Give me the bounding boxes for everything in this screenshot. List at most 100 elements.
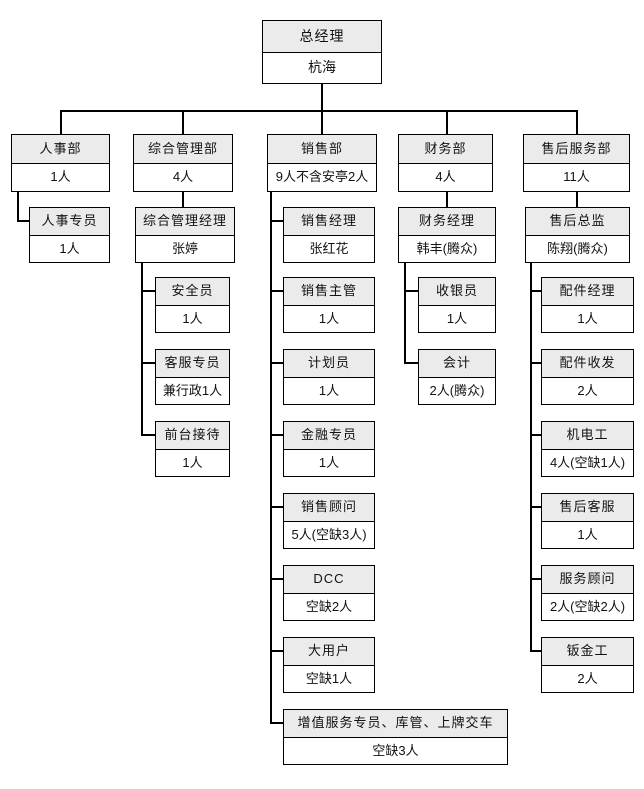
node-title: 收银员 [419,278,495,306]
node-sales-dept: 销售部 9人不含安亭2人 [267,134,377,192]
connector-line [270,722,283,724]
node-value: 张红花 [284,235,374,262]
node-title: 金融专员 [284,422,374,450]
node-title: 销售主管 [284,278,374,306]
node-accountant: 会计 2人(腾众) [418,349,496,405]
node-value: 4人 [399,163,492,191]
connector-line [530,434,541,436]
node-value: 1人 [30,235,109,262]
connector-line [270,506,283,508]
node-parts-clerk: 配件收发 2人 [541,349,634,405]
node-title: 销售经理 [284,208,374,236]
connector-line [270,220,283,222]
node-sales-consultant: 销售顾问 5人(空缺3人) [283,493,375,549]
connector-line [404,362,418,364]
node-value: 张婷 [136,235,234,262]
node-value: 9人不含安亭2人 [268,163,376,191]
node-value: 杭海 [263,52,381,83]
connector-line [404,290,418,292]
node-value: 1人 [156,305,229,332]
node-value: 5人(空缺3人) [284,521,374,548]
connector-line [270,192,272,724]
node-title: 售后服务部 [524,135,629,164]
node-finance-specialist: 金融专员 1人 [283,421,375,477]
node-value: 2人(腾众) [419,377,495,404]
node-title: 销售部 [268,135,376,164]
connector-line [576,192,578,207]
node-finance-dept: 财务部 4人 [398,134,493,192]
node-value: 空缺3人 [284,737,507,764]
node-title: 增值服务专员、库管、上牌交车 [284,710,507,738]
connector-line [530,263,532,652]
node-hr-specialist: 人事专员 1人 [29,207,110,263]
node-title: 钣金工 [542,638,633,666]
node-value: 2人 [542,377,633,404]
node-value: 1人 [284,377,374,404]
node-value: 1人 [419,305,495,332]
connector-line [17,192,19,222]
node-title: 人事专员 [30,208,109,236]
connector-line [446,192,448,207]
node-parts-manager: 配件经理 1人 [541,277,634,333]
node-title: 会计 [419,350,495,378]
connector-line [446,110,448,134]
connector-line [530,506,541,508]
connector-line [576,110,578,134]
node-title: 售后客服 [542,494,633,522]
connector-line [270,650,283,652]
node-aftersales-director: 售后总监 陈翔(腾众) [525,207,630,263]
connector-line [141,434,155,436]
node-safety-officer: 安全员 1人 [155,277,230,333]
node-title: 安全员 [156,278,229,306]
node-service-advisor: 服务顾问 2人(空缺2人) [541,565,634,621]
node-title: 财务经理 [399,208,495,236]
node-value: 2人(空缺2人) [542,593,633,620]
node-value: 11人 [524,163,629,191]
connector-line [141,263,143,436]
node-mechanic: 机电工 4人(空缺1人) [541,421,634,477]
node-receptionist: 前台接待 1人 [155,421,230,477]
node-title: 销售顾问 [284,494,374,522]
node-value: 4人 [134,163,232,191]
node-title: 服务顾问 [542,566,633,594]
node-title: 人事部 [12,135,109,164]
node-sheet-metal-worker: 钣金工 2人 [541,637,634,693]
connector-line [530,362,541,364]
connector-line [270,434,283,436]
node-title: 配件经理 [542,278,633,306]
node-title: 总经理 [263,21,381,53]
node-aftersales-customer-service: 售后客服 1人 [541,493,634,549]
node-general-manager: 总经理 杭海 [262,20,382,84]
connector-line [141,362,155,364]
connector-line [141,290,155,292]
node-value: 1人 [542,305,633,332]
node-admin-manager: 综合管理经理 张婷 [135,207,235,263]
connector-line [60,110,62,134]
node-value: 韩丰(腾众) [399,235,495,262]
node-value: 陈翔(腾众) [526,235,629,262]
node-value: 空缺2人 [284,593,374,620]
node-cashier: 收银员 1人 [418,277,496,333]
node-sales-manager: 销售经理 张红花 [283,207,375,263]
node-title: 配件收发 [542,350,633,378]
connector-line [530,290,541,292]
node-value: 1人 [284,305,374,332]
node-value: 空缺1人 [284,665,374,692]
node-title: 计划员 [284,350,374,378]
node-value: 2人 [542,665,633,692]
connector-line [60,110,578,112]
node-value: 1人 [12,163,109,191]
node-title: 机电工 [542,422,633,450]
connector-line [530,578,541,580]
node-title: 综合管理经理 [136,208,234,236]
connector-line [17,220,29,222]
node-hr-dept: 人事部 1人 [11,134,110,192]
node-planner: 计划员 1人 [283,349,375,405]
node-value: 1人 [284,449,374,476]
connector-line [321,84,323,112]
connector-line [270,290,283,292]
node-finance-manager: 财务经理 韩丰(腾众) [398,207,496,263]
node-title: 综合管理部 [134,135,232,164]
connector-line [182,110,184,134]
